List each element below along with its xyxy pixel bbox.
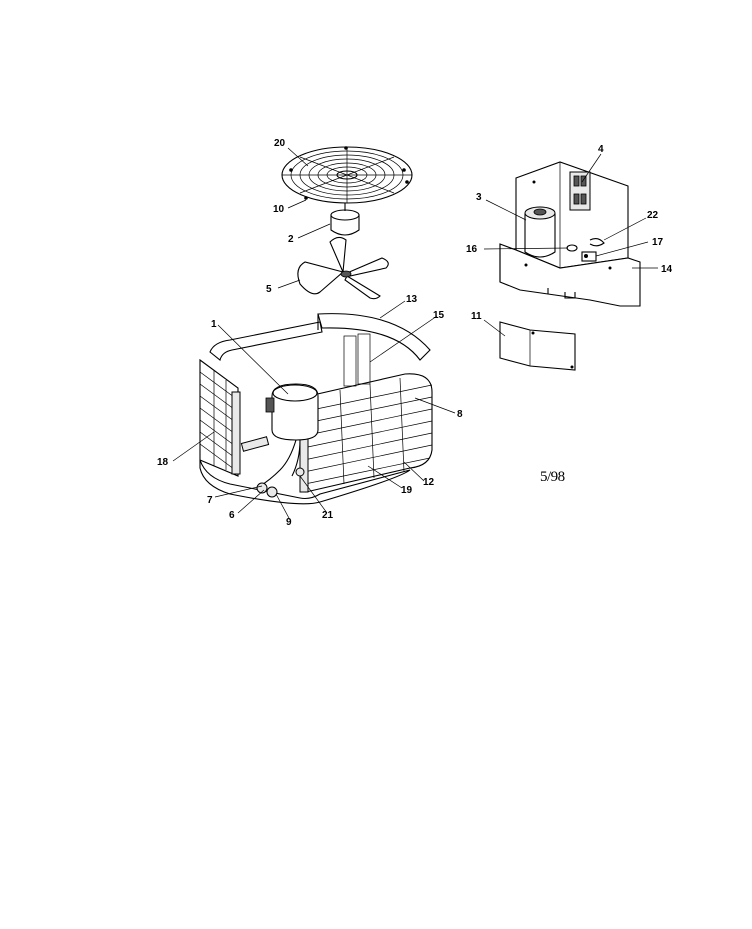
callout-21: 21 [322, 510, 334, 521]
callout-3: 3 [476, 192, 482, 203]
callout-6: 6 [229, 510, 235, 521]
callout-16: 16 [466, 244, 478, 255]
callout-2: 2 [288, 234, 294, 245]
control-box [499, 161, 641, 307]
callout-5: 5 [266, 284, 272, 295]
callout-22: 22 [647, 210, 659, 221]
callout-11: 11 [471, 311, 482, 322]
callout-7: 7 [207, 495, 213, 506]
leader-lines [172, 147, 658, 521]
compressor [240, 383, 319, 498]
condenser-cabinet [199, 313, 433, 505]
callout-10: 10 [273, 204, 285, 215]
fan-guard [281, 146, 413, 204]
callout-8: 8 [457, 409, 463, 420]
revision-date: 5/98 [540, 469, 565, 485]
callout-1: 1 [211, 319, 217, 330]
callout-20: 20 [274, 138, 286, 149]
callout-15: 15 [433, 310, 445, 321]
callout-12: 12 [423, 477, 435, 488]
callout-4: 4 [598, 144, 604, 155]
callout-9: 9 [286, 517, 292, 528]
callout-19: 19 [401, 485, 413, 496]
fan-motor [330, 203, 360, 236]
callout-17: 17 [652, 237, 664, 248]
access-panel [499, 321, 576, 371]
callout-13: 13 [406, 294, 418, 305]
callout-14: 14 [661, 264, 673, 275]
callout-18: 18 [157, 457, 169, 468]
fan-blade [297, 236, 389, 300]
callouts: 20 10 2 5 3 4 22 17 14 16 11 13 15 1 8 1… [157, 138, 673, 528]
